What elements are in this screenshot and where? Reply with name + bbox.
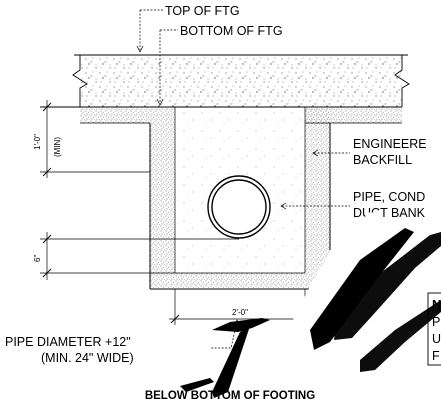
dimension-cover: 1'-0" (MIN) — [33, 100, 150, 178]
dim-bedding: 6" — [33, 255, 42, 262]
leader-top-of-ftg: TOP OF FTG — [136, 4, 240, 53]
note-line-3: U — [432, 332, 441, 346]
dim-cover-min: (MIN) — [53, 137, 62, 157]
label-backfill-2: BACKFILL — [353, 153, 412, 167]
dimension-bedding: 6" — [33, 232, 239, 280]
leader-bottom-of-ftg: BOTTOM OF FTG — [156, 24, 283, 106]
leader-backfill: ENGINEERE BACKFILL — [312, 137, 427, 167]
dim-trench-width: 2'-0" — [232, 308, 248, 317]
bottom-title: BELOW BOTTOM OF FOOTING — [145, 390, 315, 402]
label-pipe-diameter-2: (MIN. 24" WIDE) — [41, 351, 134, 365]
dim-cover-depth: 1'-0" — [33, 134, 42, 150]
signature-strokes — [180, 212, 441, 398]
footing-slab — [72, 54, 410, 107]
label-bottom-of-ftg: BOTTOM OF FTG — [180, 24, 283, 38]
label-pipe-1: PIPE, COND — [353, 190, 425, 204]
label-pipe-diameter-1: PIPE DIAMETER +12" — [5, 335, 131, 349]
leader-pipe-diameter: PIPE DIAMETER +12" (MIN. 24" WIDE) — [5, 319, 241, 365]
dimension-trench-width: 2'-0" — [169, 289, 311, 325]
note-line-4: F — [432, 349, 440, 363]
note-line-2: P — [432, 315, 440, 329]
label-top-of-ftg: TOP OF FTG — [165, 4, 240, 18]
pipe — [207, 175, 271, 239]
label-backfill-1: ENGINEERE — [353, 137, 427, 151]
trench — [149, 106, 331, 290]
